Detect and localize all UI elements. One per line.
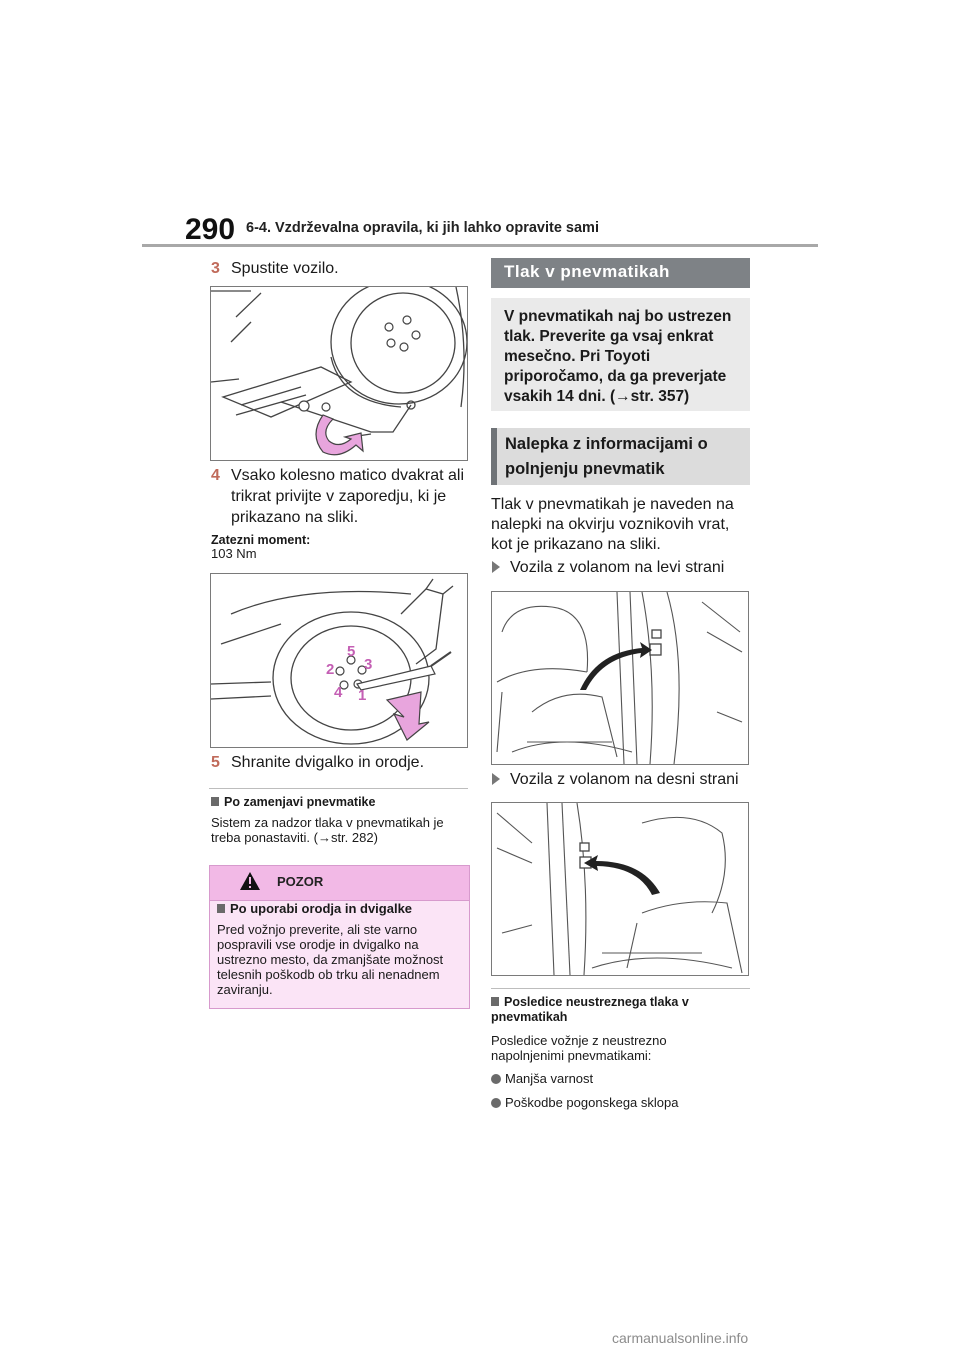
fig-number-2: 2	[326, 661, 334, 678]
label-description: Tlak v pnevmatikah je naveden na nalepki…	[491, 496, 734, 553]
step-5-number: 5	[211, 754, 220, 771]
caution-header: POZOR	[210, 866, 469, 901]
section-title: Tlak v pnevmatikah	[504, 262, 670, 281]
intro-text: V pnevmatikah naj bo ustrezen tlak. Prev…	[504, 308, 732, 405]
section-divider	[209, 788, 468, 789]
caution-box: POZOR Po uporabi orodja in dvigalke Pred…	[209, 865, 470, 1009]
figure-rhd-door-label	[491, 802, 749, 976]
step-4-text: Vsako kolesno matico dvakrat ali trikrat…	[231, 467, 464, 526]
after-change-text: Sistem za nadzor tlaka v pnevmatikah je …	[211, 815, 444, 845]
caution-subtitle: Po uporabi orodja in dvigalke	[217, 901, 412, 916]
square-bullet-icon	[491, 997, 499, 1006]
page-number: 290	[185, 213, 236, 246]
consequence-item-2: Poškodbe pogonskega sklopa	[491, 1095, 678, 1110]
subsection-title: Nalepka z informacijami o polnjenju pnev…	[505, 435, 708, 478]
rhd-label: Vozila z volanom na desni strani	[492, 771, 739, 789]
figure-tighten-nuts: 5 3 2 4 1	[210, 573, 468, 748]
consequence-item-1: Manjša varnost	[491, 1071, 593, 1086]
header-rule	[142, 244, 818, 247]
figure-lower-vehicle	[210, 286, 468, 461]
step-5: 5 Shranite dvigalko in orodje.	[211, 752, 471, 773]
square-bullet-icon	[211, 797, 219, 806]
fig-number-3: 3	[364, 656, 372, 673]
square-bullet-icon	[217, 904, 225, 913]
warning-triangle-icon	[240, 872, 260, 890]
subsection-banner: Nalepka z informacijami o polnjenju pnev…	[491, 428, 750, 485]
round-bullet-icon	[491, 1074, 501, 1084]
torque-label: Zatezni moment:	[211, 533, 311, 547]
step-4: 4 Vsako kolesno matico dvakrat ali trikr…	[211, 465, 471, 528]
step-3-text: Spustite vozilo.	[231, 260, 339, 277]
triangle-bullet-icon	[492, 773, 500, 785]
fig-number-1: 1	[358, 687, 366, 704]
step-3-number: 3	[211, 260, 220, 277]
watermark: carmanualsonline.info	[612, 1330, 749, 1346]
intro-box: V pnevmatikah naj bo ustrezen tlak. Prev…	[491, 298, 750, 411]
after-change-title: Po zamenjavi pnevmatike	[211, 795, 375, 809]
step-4-number: 4	[211, 467, 220, 484]
triangle-bullet-icon	[492, 561, 500, 573]
caution-title: POZOR	[277, 874, 324, 889]
consequences-text: Posledice vožnje z neustrezno napolnjeni…	[491, 1033, 667, 1063]
step-5-text: Shranite dvigalko in orodje.	[231, 754, 425, 771]
lhd-label: Vozila z volanom na levi strani	[492, 559, 724, 577]
step-3: 3 Spustite vozilo.	[211, 258, 471, 279]
section-divider-right	[491, 988, 750, 989]
subsection-accent-bar	[491, 428, 497, 485]
figure-lhd-door-label	[491, 591, 749, 765]
caution-text: Pred vožnjo preverite, ali ste varno pos…	[217, 922, 444, 997]
chapter-title: 6-4. Vzdrževalna opravila, ki jih lahko …	[246, 220, 599, 236]
consequences-title: Posledice neustreznega tlaka v pnevmatik…	[491, 995, 689, 1024]
fig-number-4: 4	[334, 684, 343, 701]
fig-number-5: 5	[347, 643, 355, 660]
section-banner: Tlak v pnevmatikah	[491, 258, 750, 288]
round-bullet-icon	[491, 1098, 501, 1108]
torque-value: 103 Nm	[211, 546, 257, 561]
